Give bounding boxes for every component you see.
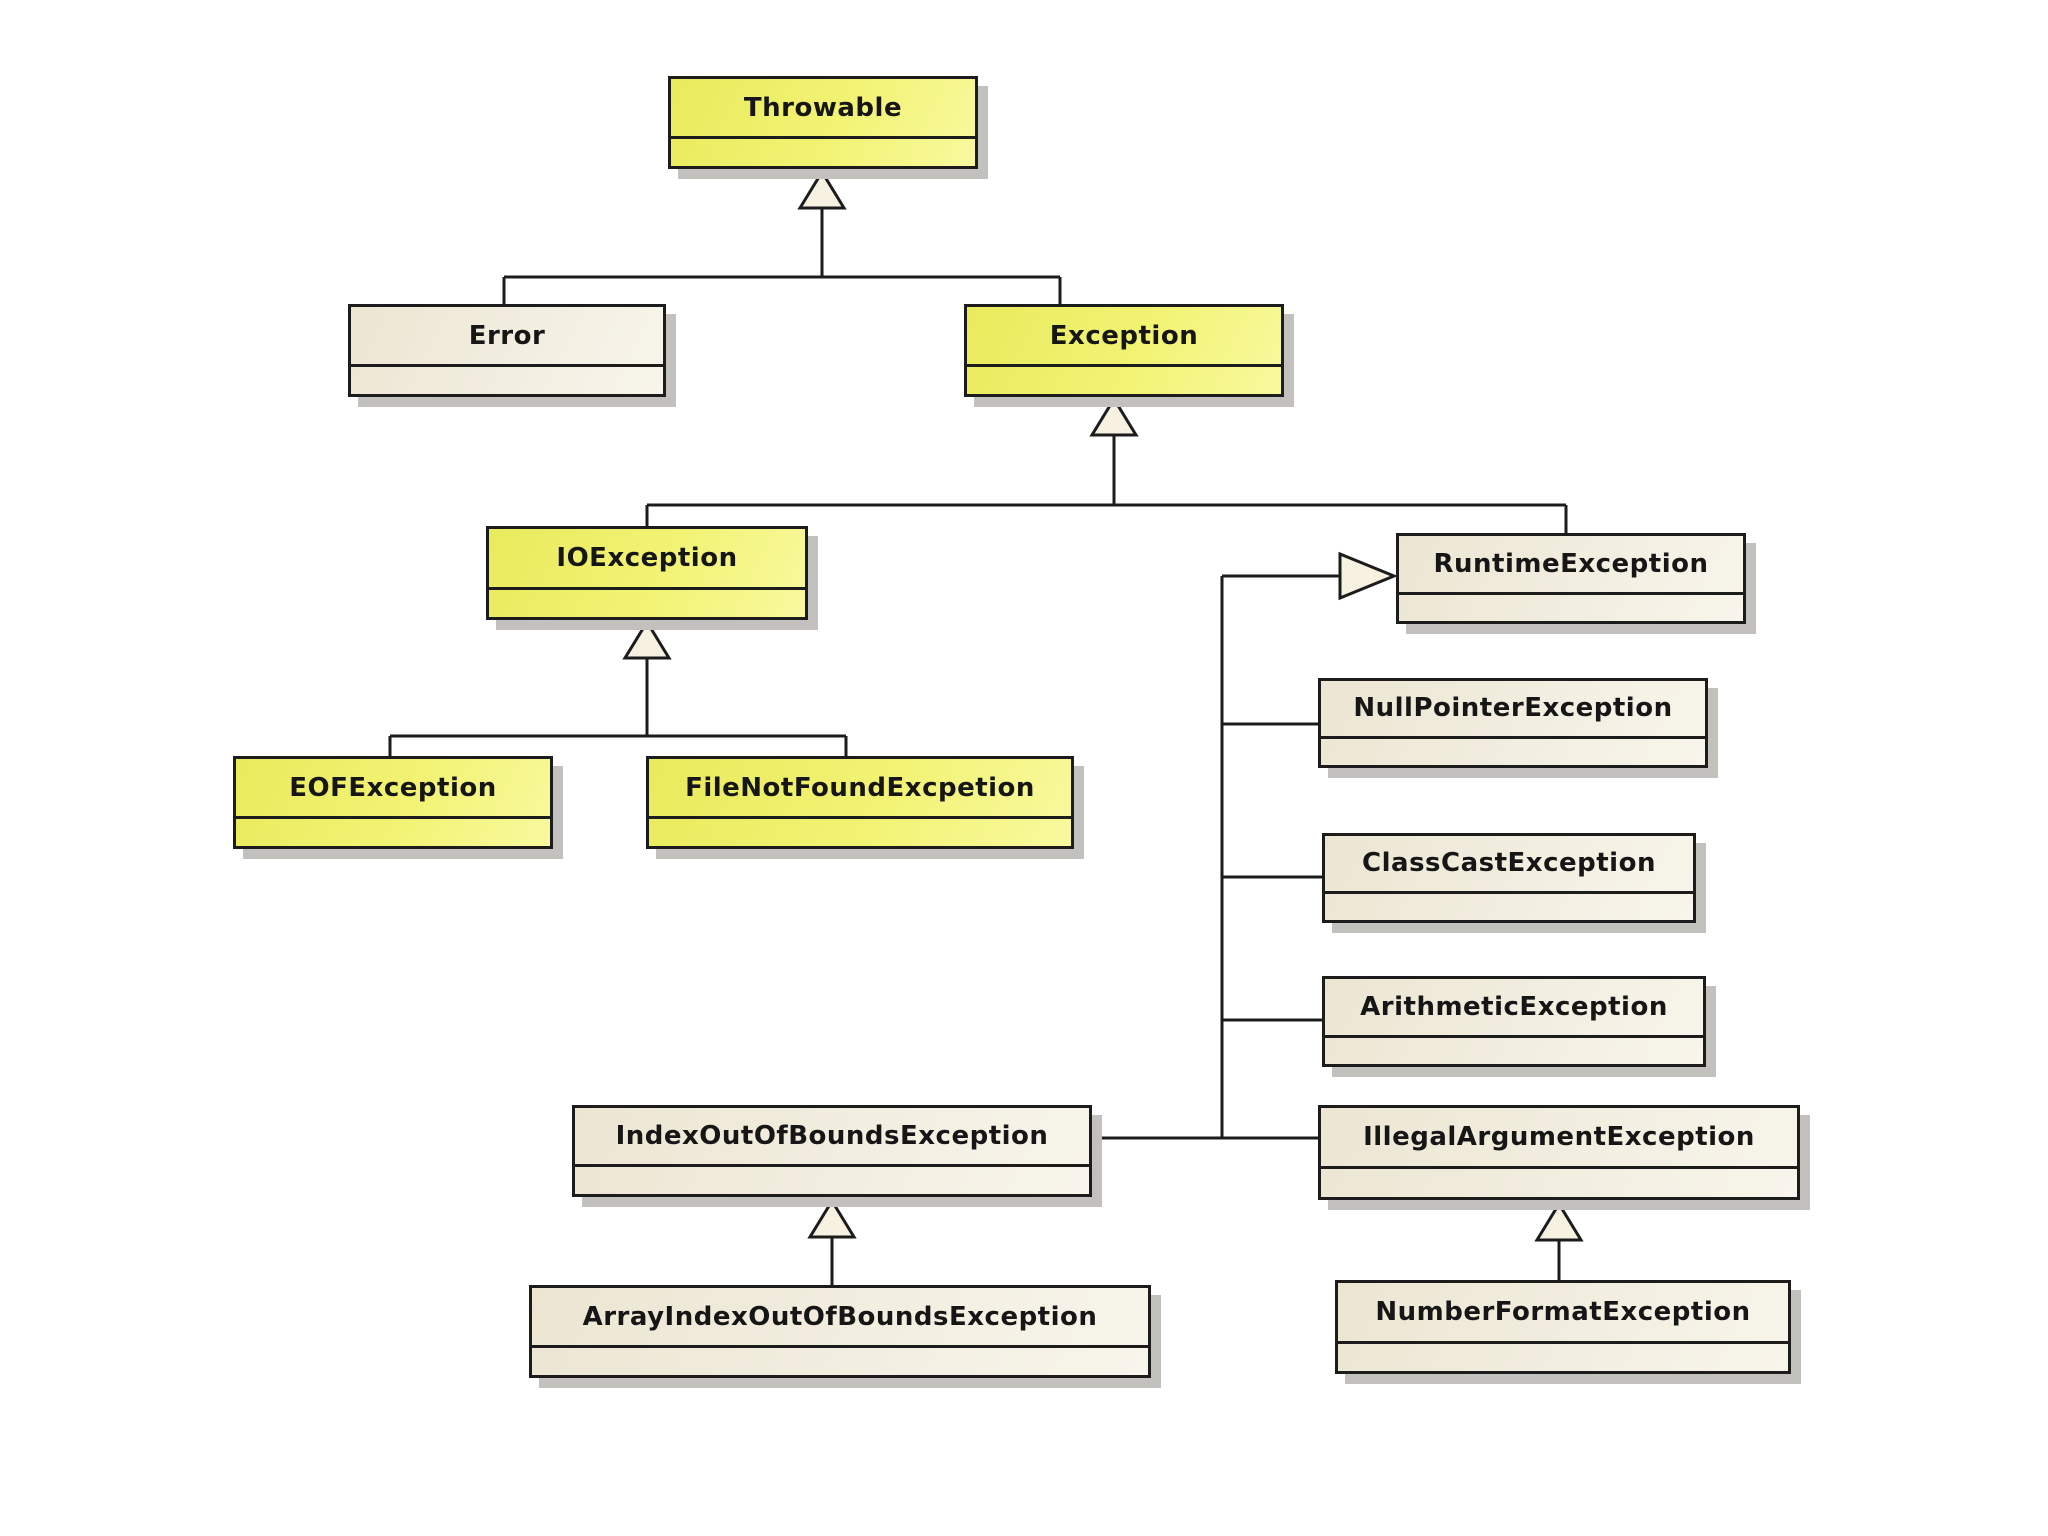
class-name-label: RuntimeException [1399,536,1743,595]
class-name-label: NumberFormatException [1338,1283,1788,1344]
class-name-label: IndexOutOfBoundsException [575,1108,1089,1168]
class-attributes-compartment [575,1167,1089,1194]
generalization-arrowhead-throwable [797,169,847,210]
class-name-label: ArithmeticException [1325,979,1703,1038]
class-attributes-compartment [967,367,1281,394]
class-box-error: Error [348,304,666,397]
class-box-numberformatexception: NumberFormatException [1335,1280,1791,1374]
class-box-illegalargumentexception: IllegalArgumentException [1318,1105,1800,1200]
class-box-runtimeexception: RuntimeException [1396,533,1746,624]
class-name-label: ArrayIndexOutOfBoundsException [532,1288,1148,1349]
edge-numberformat-illegalargument [1534,1201,1584,1280]
class-attributes-compartment [532,1348,1148,1375]
class-name-label: IllegalArgumentException [1321,1108,1797,1170]
class-box-ioexception: IOException [486,526,808,620]
generalization-arrowhead-runtimeexception [1338,551,1398,601]
class-attributes-compartment [1325,1038,1703,1064]
class-box-filenotfoundexcpetion: FileNotFoundExcpetion [646,756,1074,849]
edge-arrayindexoutofbounds-indexoutofbounds [807,1198,857,1285]
class-name-label: ClassCastException [1325,836,1693,894]
class-attributes-compartment [671,139,975,166]
class-attributes-compartment [236,819,550,846]
class-box-exception: Exception [964,304,1284,397]
generalization-arrowhead-illegalargument [1534,1201,1584,1242]
class-name-label: Throwable [671,79,975,140]
class-box-indexoutofboundsexception: IndexOutOfBoundsException [572,1105,1092,1197]
class-name-label: Exception [967,307,1281,368]
generalization-arrowhead-exception [1089,396,1139,437]
class-attributes-compartment [1321,739,1705,765]
class-attributes-compartment [489,590,805,617]
class-attributes-compartment [1338,1344,1788,1371]
edge-group-runtimeexception-children [1092,551,1398,1140]
class-attributes-compartment [649,819,1071,846]
edge-group-throwable-children [502,169,1062,304]
class-attributes-compartment [1399,595,1743,621]
class-name-label: Error [351,307,663,368]
edge-group-exception-children [645,396,1568,533]
edge-group-ioexception-children [388,619,848,756]
class-box-eofexception: EOFException [233,756,553,849]
class-box-throwable: Throwable [668,76,978,169]
generalization-arrowhead-indexoutofbounds [807,1198,857,1239]
class-box-nullpointerexception: NullPointerException [1318,678,1708,768]
class-name-label: EOFException [236,759,550,820]
generalization-arrowhead-ioexception [622,619,672,660]
class-box-arrayindexoutofboundsexception: ArrayIndexOutOfBoundsException [529,1285,1151,1378]
class-attributes-compartment [351,367,663,394]
class-name-label: FileNotFoundExcpetion [649,759,1071,820]
class-box-classcastexception: ClassCastException [1322,833,1696,923]
class-name-label: IOException [489,529,805,590]
class-attributes-compartment [1325,894,1693,920]
class-attributes-compartment [1321,1169,1797,1197]
class-box-arithmeticexception: ArithmeticException [1322,976,1706,1067]
class-name-label: NullPointerException [1321,681,1705,739]
